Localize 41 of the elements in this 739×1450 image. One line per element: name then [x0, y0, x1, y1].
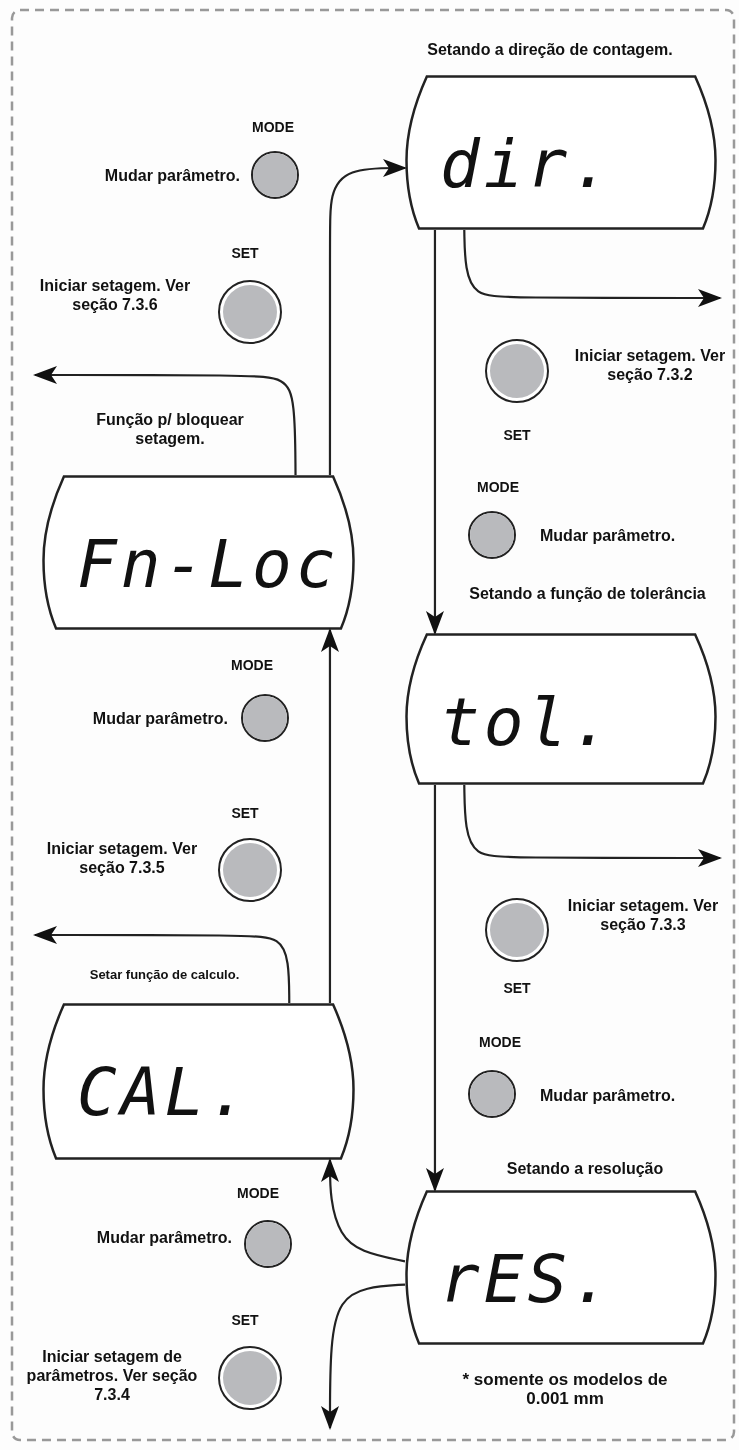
- instruction-text: Iniciar setagem de parâmetros. Ver seção 7.3.4: [25, 1347, 199, 1404]
- arrow: [33, 926, 291, 1003]
- instruction-text: Mudar parâmetro.: [95, 1228, 232, 1247]
- instruction-text: Mudar parâmetro.: [540, 1086, 677, 1105]
- button-label: SET: [502, 979, 532, 998]
- button-label: MODE: [478, 1033, 522, 1052]
- button-label: SET: [230, 244, 260, 263]
- button-label: MODE: [476, 478, 520, 497]
- arrow: [425, 230, 444, 635]
- arrow: [328, 159, 407, 475]
- arrow: [463, 785, 722, 867]
- instruction-text: Mudar parâmetro.: [91, 709, 228, 728]
- arrow: [425, 785, 444, 1192]
- instruction-text: Iniciar setagem. Ver seção 7.3.6: [38, 276, 192, 314]
- arrow: [321, 1283, 406, 1430]
- display-readout: CAL.: [77, 1058, 252, 1128]
- display-heading: Setar função de calculo.: [88, 967, 241, 983]
- arrow: [33, 366, 297, 475]
- display-heading: Função p/ bloquear setagem.: [95, 410, 245, 448]
- display-heading: Setando a resolução: [505, 1159, 665, 1178]
- instruction-text: Mudar parâmetro.: [103, 166, 240, 185]
- arrow: [321, 1158, 406, 1263]
- button-label: MODE: [251, 118, 295, 137]
- button-label: SET: [502, 426, 532, 445]
- instruction-text: Iniciar setagem. Ver seção 7.3.5: [45, 839, 199, 877]
- instruction-text: Iniciar setagem. Ver seção 7.3.2: [573, 346, 727, 384]
- display-readout: Fn-Loc: [77, 530, 340, 600]
- arrow: [463, 229, 722, 307]
- display-readout: rES.: [440, 1245, 615, 1315]
- instruction-text: Iniciar setagem. Ver seção 7.3.3: [566, 896, 720, 934]
- display-readout: tol.: [440, 688, 615, 758]
- button-label: SET: [230, 1311, 260, 1330]
- arrow: [320, 628, 339, 1003]
- button-label: MODE: [236, 1184, 280, 1203]
- button-label: MODE: [230, 656, 274, 675]
- button-label: SET: [230, 804, 260, 823]
- footnote-text: * somente os modelos de 0.001 mm: [461, 1370, 669, 1408]
- display-heading: Setando a função de tolerância: [468, 584, 707, 603]
- instruction-text: Mudar parâmetro.: [540, 526, 677, 545]
- display-readout: dir.: [440, 130, 615, 200]
- display-heading: Setando a direção de contagem.: [426, 40, 674, 59]
